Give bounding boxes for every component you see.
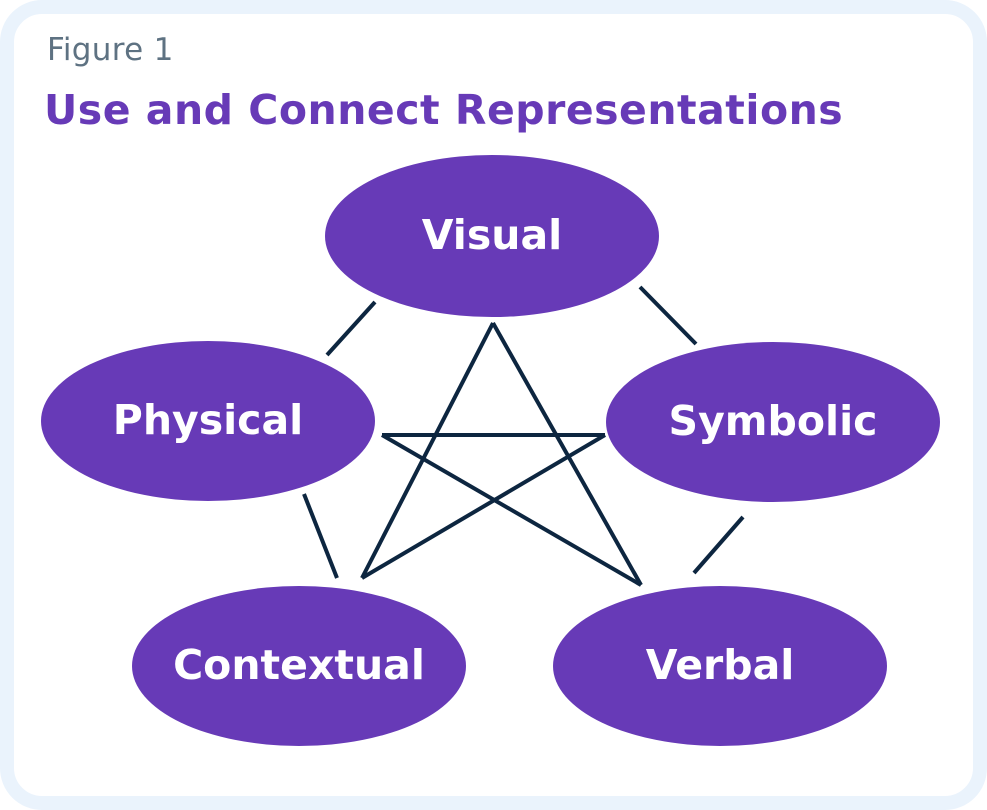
node-ellipse-verbal [553, 586, 887, 746]
node-verbal: Verbal [553, 586, 887, 746]
star-connector-symbolic-contextual [360, 433, 607, 580]
connector-physical-contextual [302, 493, 339, 579]
node-visual: Visual [325, 155, 659, 317]
node-contextual: Contextual [132, 586, 466, 746]
node-label-visual: Visual [422, 211, 562, 259]
node-ellipse-physical [41, 341, 375, 501]
star-connector-physical-verbal [380, 433, 643, 587]
node-physical: Physical [41, 341, 375, 501]
node-label-contextual: Contextual [173, 641, 425, 689]
connectors [302, 285, 745, 587]
connector-symbolic-verbal [692, 515, 745, 575]
star-connector-visual-contextual [360, 322, 495, 579]
node-label-physical: Physical [113, 396, 303, 444]
figure-number-label: Figure 1 [47, 32, 174, 68]
node-symbolic: Symbolic [606, 342, 940, 502]
node-ellipse-symbolic [606, 342, 940, 502]
star-connector-visual-verbal [491, 322, 643, 586]
connector-visual-physical [325, 300, 377, 357]
node-label-verbal: Verbal [646, 641, 795, 689]
node-label-symbolic: Symbolic [669, 397, 878, 445]
node-ellipse-visual [325, 155, 659, 317]
figure-title: Use and Connect Representations [44, 86, 844, 134]
connector-visual-symbolic [638, 285, 698, 346]
node-ellipse-contextual [132, 586, 466, 746]
